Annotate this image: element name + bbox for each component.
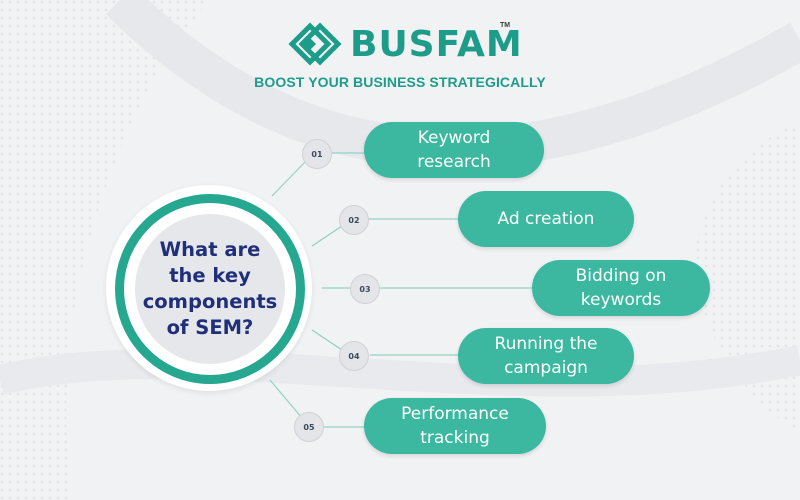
center-question: What are the key components of SEM? bbox=[142, 238, 278, 339]
center-circle: What are the key components of SEM? bbox=[135, 214, 285, 364]
component-pill-performance-tracking: Performance tracking bbox=[364, 398, 546, 454]
brand-logo: BUSFAM TM bbox=[286, 20, 522, 68]
component-label: Ad creation bbox=[497, 209, 595, 229]
component-pill-keyword-research: Keyword research bbox=[364, 122, 544, 178]
step-number-4: 04 bbox=[339, 341, 369, 371]
brand-tagline: BOOST YOUR BUSINESS STRATEGICALLY bbox=[254, 74, 546, 90]
component-label: Bidding on keywords bbox=[575, 266, 667, 310]
component-label: Performance tracking bbox=[401, 404, 509, 448]
component-pill-ad-creation: Ad creation bbox=[458, 191, 634, 247]
step-number-3: 03 bbox=[350, 274, 380, 304]
component-pill-running-campaign: Running the campaign bbox=[458, 328, 634, 384]
step-number-1: 01 bbox=[302, 139, 332, 169]
brand-name: BUSFAM bbox=[350, 24, 523, 65]
component-label: Running the campaign bbox=[494, 334, 598, 378]
step-number-5: 05 bbox=[294, 412, 324, 442]
busfam-logo-icon bbox=[288, 22, 342, 66]
step-number-2: 02 bbox=[339, 205, 369, 235]
component-label: Keyword research bbox=[417, 128, 491, 172]
component-pill-bidding: Bidding on keywords bbox=[532, 260, 710, 316]
trademark-symbol: TM bbox=[500, 22, 511, 29]
